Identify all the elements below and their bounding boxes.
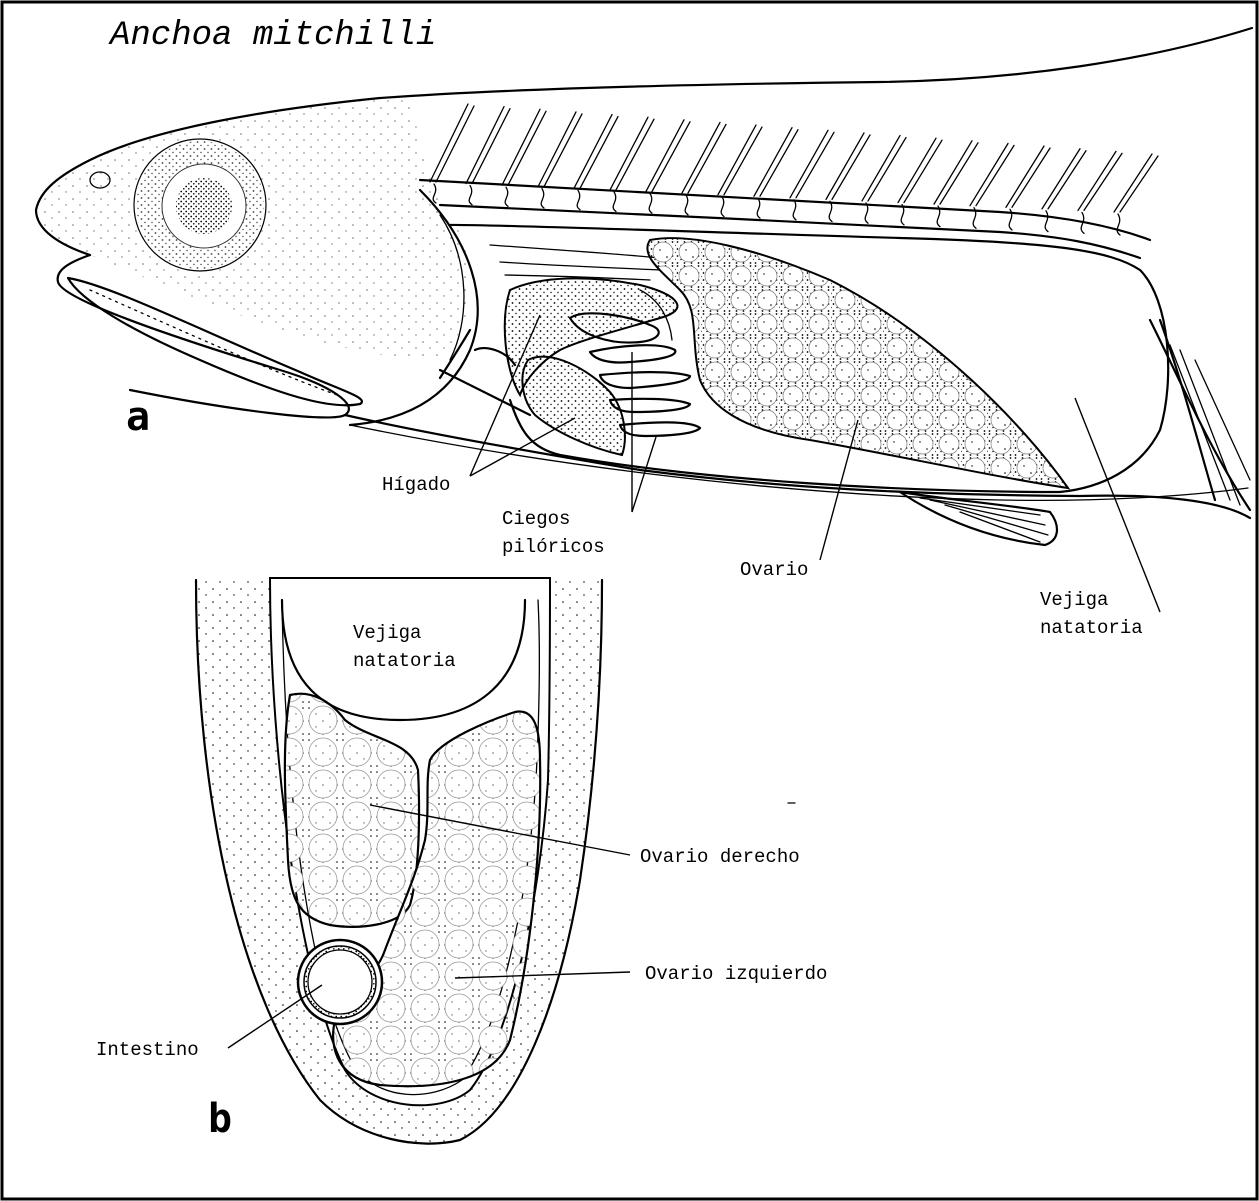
label-ovario: Ovario <box>740 559 808 581</box>
label-ciegos-line2: pilóricos <box>502 536 605 558</box>
panel-label-a: a <box>126 394 150 440</box>
label-ovario-izquierdo: Ovario izquierdo <box>645 963 827 985</box>
label-vejiga-b-line2: natatoria <box>353 650 456 672</box>
label-vejiga-a-line2: natatoria <box>1040 617 1143 639</box>
label-vejiga-a-line1: Vejiga <box>1040 589 1108 611</box>
label-ovario-derecho: Ovario derecho <box>640 846 800 868</box>
label-ciegos-line1: Ciegos <box>502 508 570 530</box>
label-intestino: Intestino <box>96 1039 199 1061</box>
label-higado: Hígado <box>382 474 450 496</box>
panel-label-b: b <box>208 1096 232 1142</box>
species-title: Anchoa mitchilli <box>108 17 436 55</box>
label-vejiga-b-line1: Vejiga <box>353 622 421 644</box>
